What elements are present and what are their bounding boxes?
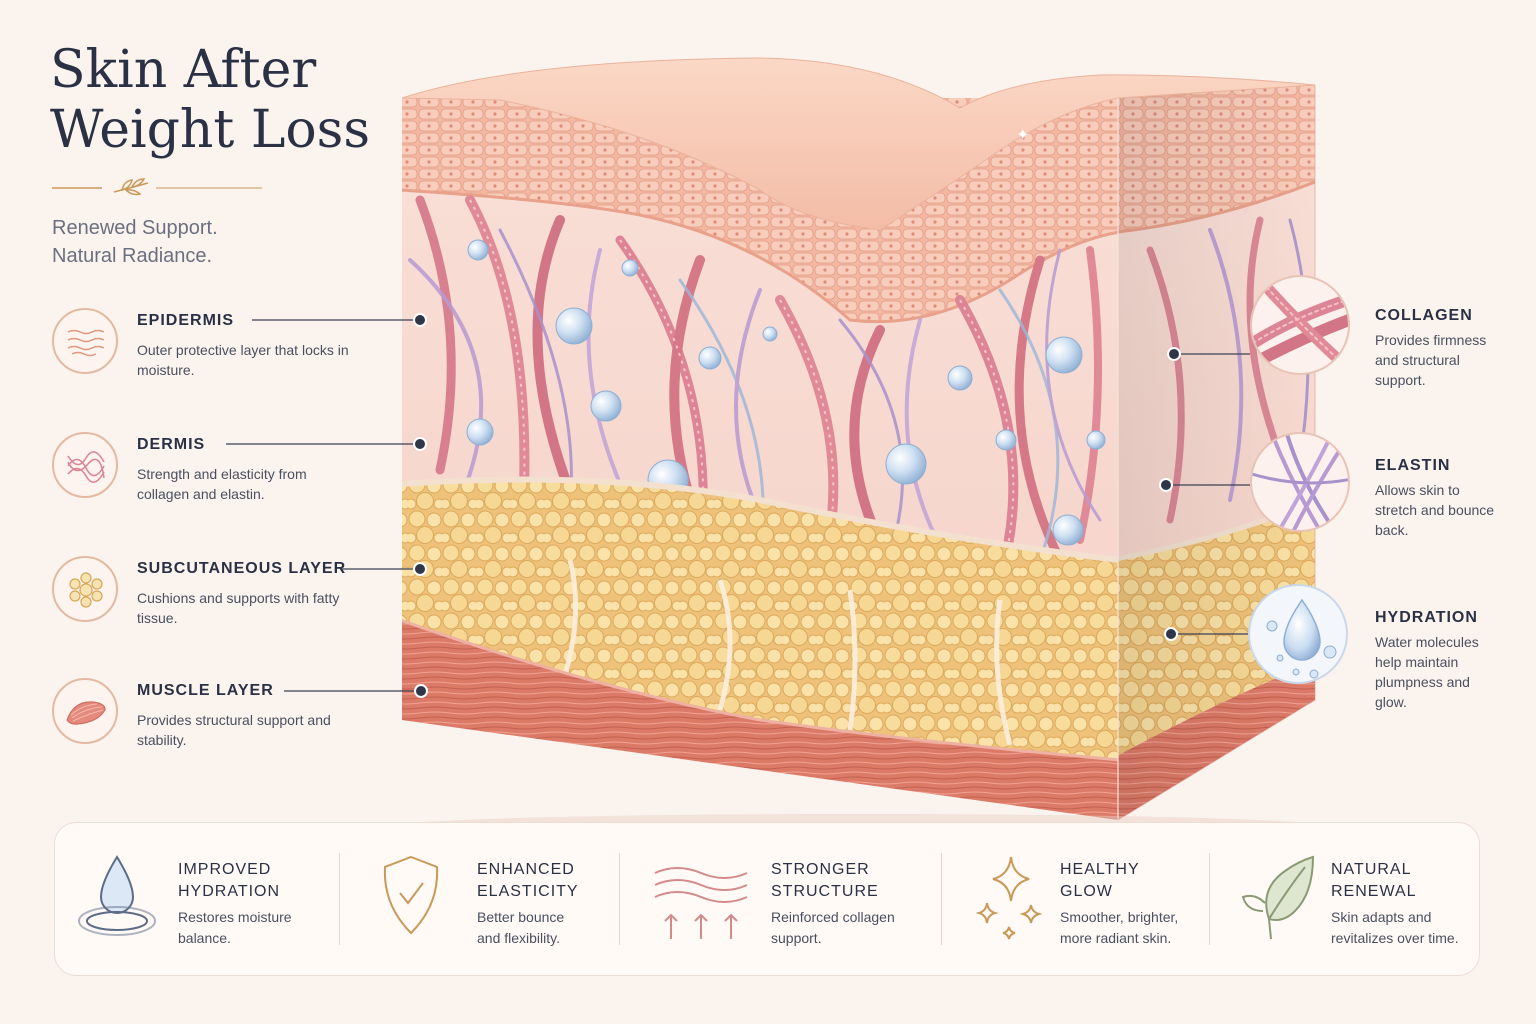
legend-item-subcutaneous: SUBCUTANEOUS LAYER Cushions and supports… xyxy=(52,556,392,636)
elastin-fiber-icon xyxy=(1250,432,1350,532)
feature-name: ELASTIN xyxy=(1375,457,1451,474)
benefit-name: STRONGER STRUCTURE xyxy=(771,859,941,903)
fiber-mesh-icon xyxy=(52,432,118,498)
benefit-desc-line-2: more radiant skin. xyxy=(1060,930,1172,946)
benefit-name-line-1: STRONGER xyxy=(771,861,870,878)
legend-name: MUSCLE LAYER xyxy=(137,682,274,699)
separator xyxy=(1209,853,1210,945)
collagen-fiber-icon xyxy=(1250,275,1350,375)
sparkle-icon xyxy=(975,856,1043,940)
fat-cells-icon xyxy=(52,556,118,622)
legend-item-epidermis: EPIDERMIS Outer protective layer that lo… xyxy=(52,308,392,388)
benefit-name-line-2: ELASTICITY xyxy=(477,883,579,900)
benefit-name: HEALTHY GLOW xyxy=(1060,859,1230,903)
benefit-desc: Better bounce and flexibility. xyxy=(477,907,627,949)
benefit-improved-hydration: IMPROVED HYDRATION Restores moisture bal… xyxy=(75,823,345,977)
benefit-desc-line-2: and flexibility. xyxy=(477,930,561,946)
separator xyxy=(619,853,620,945)
benefit-desc: Reinforced collagen support. xyxy=(771,907,921,949)
benefit-desc-line-2: support. xyxy=(771,930,822,946)
legend-desc: Outer protective layer that locks in moi… xyxy=(137,342,349,378)
benefit-name-line-2: GLOW xyxy=(1060,883,1113,900)
legend-item-muscle: MUSCLE LAYER Provides structural support… xyxy=(52,678,392,758)
separator xyxy=(339,853,340,945)
benefit-name-line-1: ENHANCED xyxy=(477,861,575,878)
subcutaneous-band xyxy=(402,479,1118,760)
feature-desc: Allows skin to stretch and bounce back. xyxy=(1375,482,1495,538)
benefit-desc: Smoother, brighter, more radiant skin. xyxy=(1060,907,1210,949)
page-title: Skin After Weight Loss xyxy=(50,40,370,160)
feature-desc: Water molecules help maintain plumpness … xyxy=(1375,634,1479,710)
right-leader-lines xyxy=(1166,353,1250,635)
benefit-name-line-1: HEALTHY xyxy=(1060,861,1140,878)
benefit-desc: Restores moisture balance. xyxy=(178,907,328,949)
title-line-2: Weight Loss xyxy=(50,100,371,160)
legend-name: SUBCUTANEOUS LAYER xyxy=(137,560,347,577)
benefit-desc-line-1: Skin adapts and xyxy=(1331,909,1432,925)
benefit-name: IMPROVED HYDRATION xyxy=(178,859,348,903)
subtitle-line-2: Natural Radiance. xyxy=(52,245,213,267)
benefit-desc-line-2: revitalizes over time. xyxy=(1331,930,1459,946)
ornament-divider xyxy=(52,178,262,196)
benefit-natural-renewal: NATURAL RENEWAL Skin adapts and revitali… xyxy=(1239,823,1469,977)
benefit-desc-line-1: Better bounce xyxy=(477,909,565,925)
title-line-1: Skin After xyxy=(50,40,317,100)
subtitle-line-1: Renewed Support. xyxy=(52,217,218,239)
legend-desc: Strength and elasticity from collagen an… xyxy=(137,466,307,502)
legend-name: EPIDERMIS xyxy=(137,312,235,329)
feature-name: HYDRATION xyxy=(1375,609,1478,626)
benefit-name-line-2: RENEWAL xyxy=(1331,883,1417,900)
benefit-name-line-1: NATURAL xyxy=(1331,861,1412,878)
subtitle: Renewed Support. Natural Radiance. xyxy=(52,214,218,270)
benefit-name-line-1: IMPROVED xyxy=(178,861,272,878)
water-drop-icon xyxy=(78,855,156,936)
svg-text:✦: ✦ xyxy=(1016,125,1029,144)
waves-arrows-icon xyxy=(654,867,748,939)
top-surface xyxy=(401,57,1316,231)
legend-name: DERMIS xyxy=(137,436,206,453)
benefit-name: NATURAL RENEWAL xyxy=(1331,859,1501,903)
legend-desc: Cushions and supports with fatty tissue. xyxy=(137,590,340,626)
benefit-name: ENHANCED ELASTICITY xyxy=(477,859,647,903)
benefit-name-line-2: HYDRATION xyxy=(178,883,281,900)
left-leader-lines xyxy=(226,319,420,692)
leaf-sprig-icon xyxy=(113,178,149,196)
wavy-lines-icon xyxy=(52,308,118,374)
feature-name: COLLAGEN xyxy=(1375,307,1473,324)
benefit-healthy-glow: HEALTHY GLOW Smoother, brighter, more ra… xyxy=(971,823,1241,977)
benefits-panel: IMPROVED HYDRATION Restores moisture bal… xyxy=(54,822,1480,976)
benefit-stronger-structure: STRONGER STRUCTURE Reinforced collagen s… xyxy=(651,823,941,977)
front-face xyxy=(402,98,1118,820)
legend-desc: Provides structural support and stabilit… xyxy=(137,712,331,748)
benefit-desc-line-1: Reinforced collagen xyxy=(771,909,895,925)
benefit-desc-line-2: balance. xyxy=(178,930,231,946)
benefit-name-line-2: STRUCTURE xyxy=(771,883,879,900)
benefit-desc-line-1: Restores moisture xyxy=(178,909,292,925)
benefit-desc: Skin adapts and revitalizes over time. xyxy=(1331,907,1481,949)
shield-check-icon xyxy=(383,855,439,935)
feature-desc: Provides firmness and structural support… xyxy=(1375,332,1487,388)
leaf-icon xyxy=(1241,855,1315,940)
hydration-bubbles xyxy=(466,239,1106,546)
muscle-icon xyxy=(52,678,118,744)
separator xyxy=(941,853,942,945)
benefit-desc-line-1: Smoother, brighter, xyxy=(1060,909,1179,925)
water-drop-icon xyxy=(1248,584,1348,684)
legend-item-dermis: DERMIS Strength and elasticity from coll… xyxy=(52,432,392,512)
benefit-enhanced-elasticity: ENHANCED ELASTICITY Better bounce and fl… xyxy=(365,823,635,977)
side-face xyxy=(1118,85,1315,820)
